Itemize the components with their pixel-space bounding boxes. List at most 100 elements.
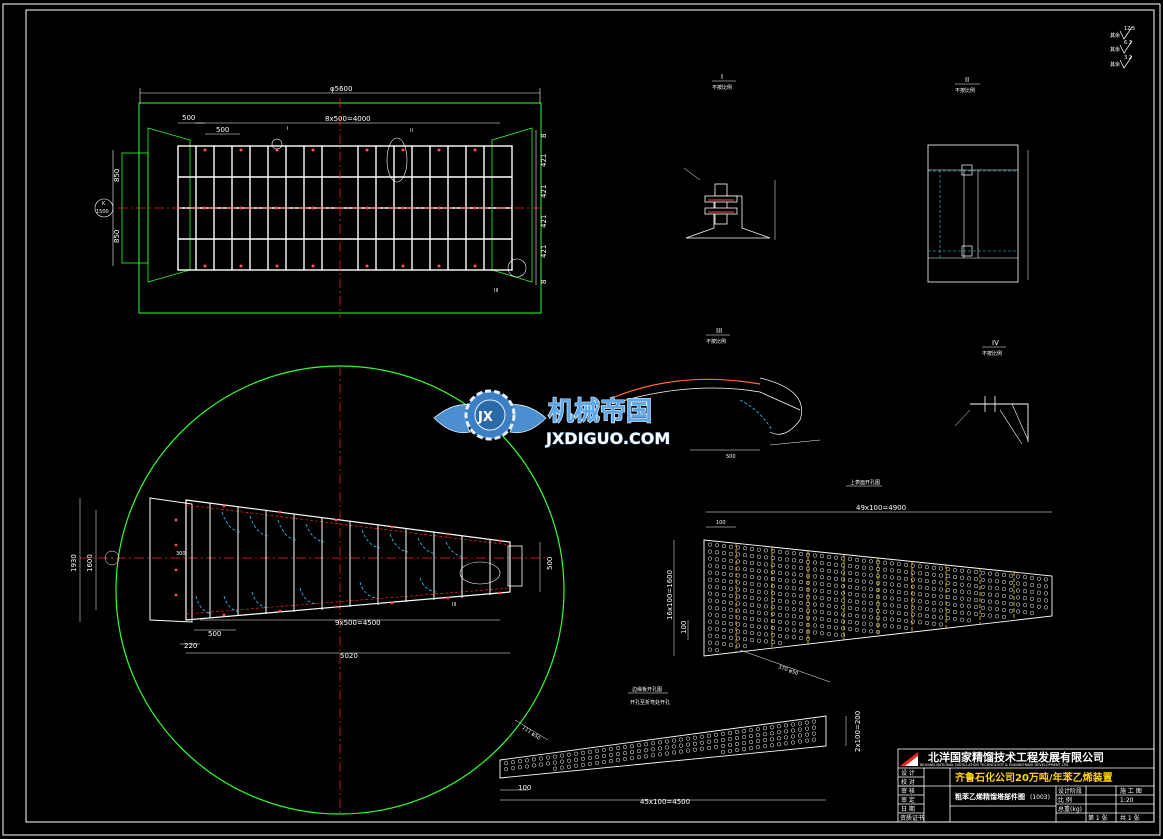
perforation-hole [728, 586, 734, 591]
perforation-hole [791, 558, 797, 563]
perforation-hole [770, 619, 776, 624]
perforation-hole [917, 620, 923, 625]
perforation-hole [671, 738, 677, 743]
perforation-hole [510, 766, 516, 771]
perforation-hole [1008, 594, 1014, 599]
perforation-hole [587, 755, 593, 760]
perforation-hole [749, 567, 755, 573]
perforation-hole [566, 752, 572, 757]
perforation-hole [735, 545, 741, 550]
perforation-hole [847, 571, 853, 576]
perforation-hole [938, 594, 944, 599]
perforation-hole [770, 563, 776, 568]
perforation-hole [896, 611, 902, 616]
perforation-hole [854, 578, 860, 583]
perforation-hole [629, 756, 635, 761]
perforation-hole [1022, 596, 1028, 601]
perforation-hole [924, 565, 930, 570]
perforation-hole [770, 549, 776, 554]
perforation-hole [938, 566, 944, 571]
perforation-hole [833, 618, 839, 623]
perforation-hole [811, 725, 817, 730]
perforation-hole [734, 735, 740, 741]
perforation-hole [587, 761, 593, 766]
perforation-hole [994, 572, 1000, 577]
perforation-hole [776, 724, 782, 729]
perforation-hole [749, 609, 755, 615]
perforation-hole [889, 568, 895, 573]
perforation-hole [882, 574, 888, 579]
perforation-hole [1001, 614, 1007, 620]
perforation-hole [840, 591, 846, 596]
perforation-hole [741, 747, 747, 752]
perforation-hole [657, 740, 663, 745]
perforation-hole [868, 566, 874, 571]
perforation-hole [952, 567, 958, 573]
perforation-hole [742, 616, 748, 621]
section-title: II [965, 76, 969, 84]
perforation-hole [1022, 603, 1028, 608]
perforation-hole [728, 544, 734, 549]
perforation-hole [826, 554, 832, 559]
perforation-hole [742, 609, 748, 614]
perforation-hole [1008, 601, 1014, 606]
stage-value: 施 工 图 [1120, 787, 1142, 795]
perforation-hole [791, 600, 797, 605]
perforation-hole [770, 612, 776, 617]
perforation-hole [742, 574, 748, 579]
perforation-hole [959, 575, 965, 580]
perforation-hole [790, 728, 796, 733]
perforation-hole [994, 600, 1000, 605]
perforation-hole [756, 638, 762, 643]
perforation-hole [707, 591, 713, 596]
perforation-hole [657, 746, 663, 751]
perforation-hole [868, 629, 874, 634]
perforation-hole [917, 613, 923, 618]
perforation-hole [945, 609, 951, 614]
perforation-hole [622, 751, 628, 756]
perforation-hole [812, 588, 818, 593]
company-name: 北洋国家精馏技术工程发展有限公司 [928, 750, 1104, 764]
sheet-label: 第 1 张 [1088, 814, 1108, 822]
perforation-hole [531, 757, 537, 762]
perforation-hole [826, 631, 832, 636]
perforation-hole [749, 581, 755, 587]
perforation-hole [749, 574, 755, 580]
perforation-hole [966, 576, 972, 581]
perforation-hole [728, 572, 734, 577]
perforation-hole [931, 593, 937, 598]
perforation-hole [833, 555, 839, 560]
perforation-hole [538, 762, 544, 767]
perforation-hole [714, 613, 720, 618]
perforation-hole [798, 551, 804, 557]
company-name-en: BEIYANG NATIONAL DISTILLATION TECHNOLOGY… [920, 763, 1069, 767]
perforation-hole [742, 644, 748, 649]
perforation-hole [798, 579, 804, 585]
perforation-hole [854, 606, 860, 611]
perforation-hole [959, 589, 965, 594]
perforation-hole [987, 578, 993, 583]
perforation-hole [1001, 600, 1007, 606]
perforation-hole [657, 752, 663, 757]
perforation-hole [735, 552, 741, 557]
perforation-hole [728, 551, 734, 556]
perforation-hole [812, 553, 818, 558]
perforation-hole [756, 554, 762, 559]
perforation-hole [896, 583, 902, 588]
perforation-hole [615, 758, 621, 763]
perforation-hole [861, 572, 867, 577]
svg-text:其余: 其余 [1110, 61, 1120, 68]
perforation-hole [721, 565, 727, 570]
perforation-hole [707, 605, 713, 610]
weight-label: 总重(kg) [1058, 805, 1082, 813]
stage-label: 设计阶段 [1058, 787, 1082, 795]
perforation-hole [791, 635, 797, 640]
perforation-hole [770, 577, 776, 582]
perforation-hole [798, 607, 804, 613]
perforation-hole [762, 726, 768, 731]
perforation-hole [755, 739, 761, 744]
perforation-hole [580, 762, 586, 767]
perforation-hole [1008, 608, 1014, 613]
watermark-chinese: 机械帝国 [548, 396, 652, 427]
perforation-hole [861, 614, 867, 619]
